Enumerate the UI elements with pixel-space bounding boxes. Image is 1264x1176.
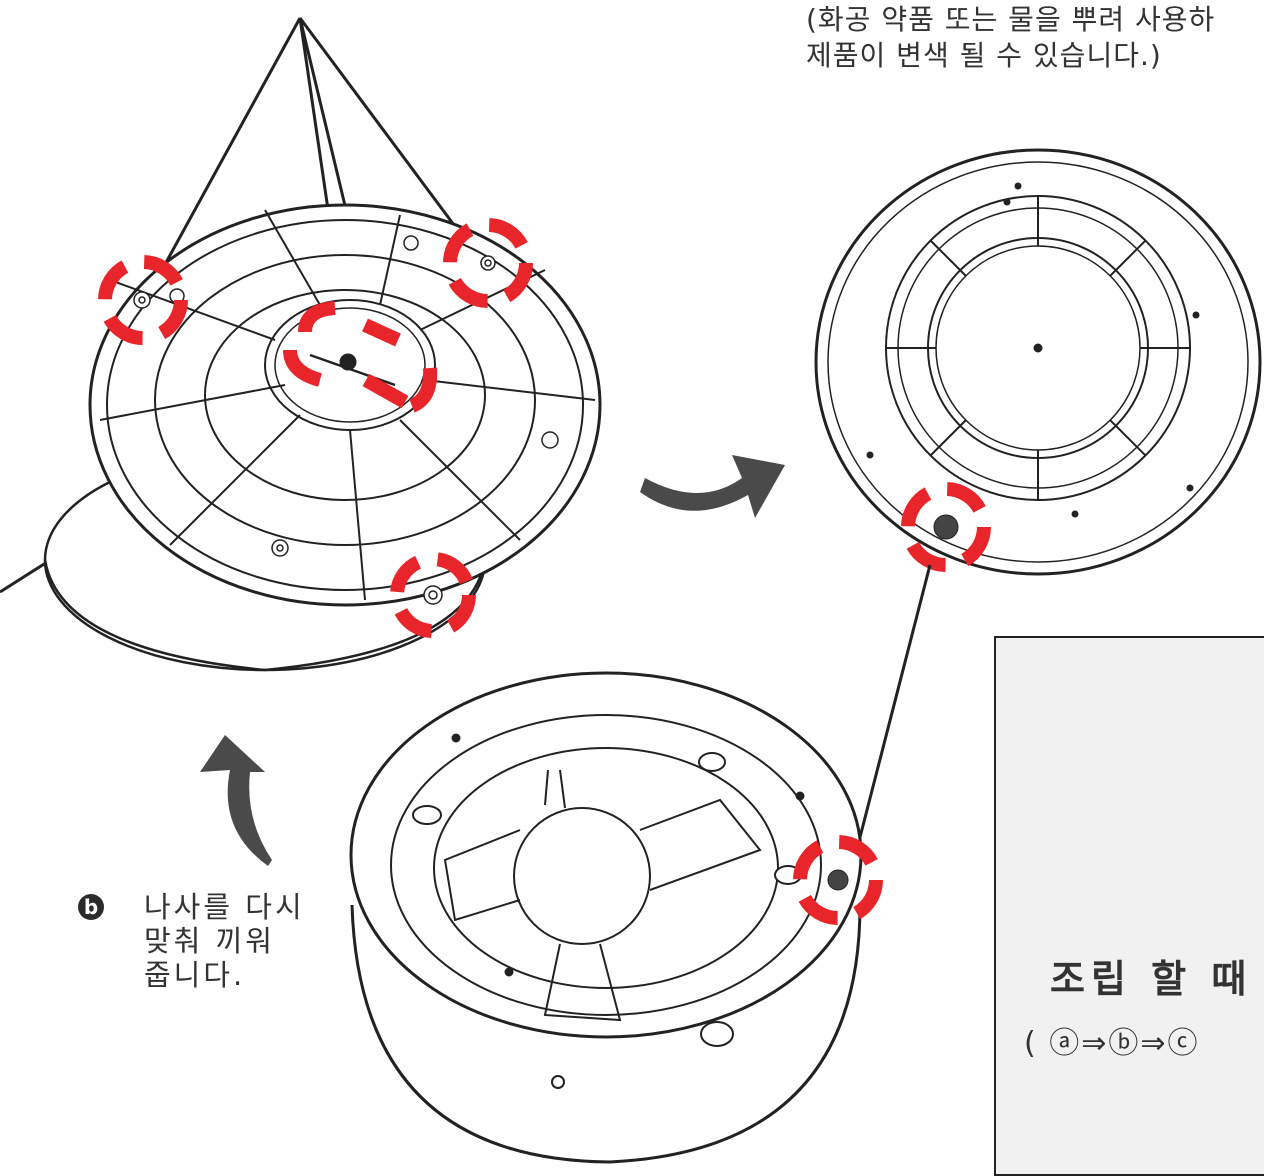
highlight-markers-right (901, 482, 991, 572)
caution-note-line2: 제품이 변색 될 수 있습니다.) (806, 39, 1162, 72)
step-b-marker: b (78, 894, 104, 920)
screw-icon (133, 235, 559, 605)
fan-housing (349, 671, 863, 1164)
caution-note: (화공 약품 또는 물을 뿌려 사용하 제품이 변색 될 수 있습니다.) (806, 2, 1264, 74)
curved-arrow-up-icon (200, 735, 272, 866)
grille-disc-front (814, 148, 1262, 576)
assembly-order: ( ⓐ⇒ⓑ⇒ⓒ (1024, 1026, 1200, 1061)
highlight-markers-left (98, 218, 533, 638)
caution-note-line1: (화공 약품 또는 물을 뿌려 사용하 (806, 3, 1216, 36)
step-b-instruction: b 나사를 다시 맞춰 끼워 줍니다. (78, 890, 305, 992)
step-b-line1: 나사를 다시 (144, 890, 305, 924)
highlight-markers-bottom (793, 835, 883, 925)
step-b-line3: 줍니다. (144, 958, 246, 992)
assembly-panel: 조립 할 때 ( ⓐ⇒ⓑ⇒ⓒ (994, 636, 1264, 1176)
leader-line-right (856, 564, 932, 846)
step-b-line2: 맞춰 끼워 (144, 924, 275, 958)
curved-arrow-icon (640, 455, 785, 518)
assembly-title: 조립 할 때 (1050, 957, 1253, 1001)
